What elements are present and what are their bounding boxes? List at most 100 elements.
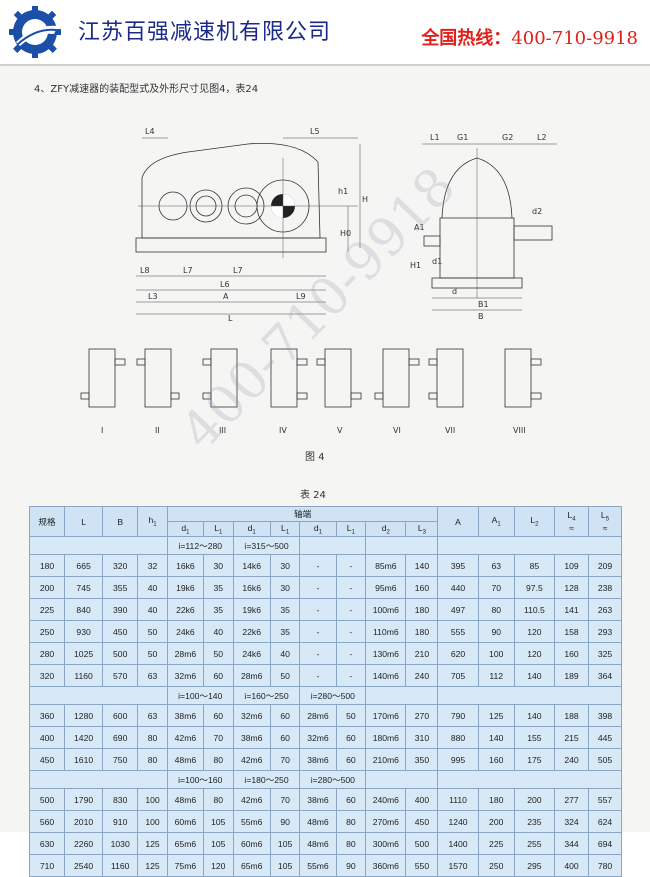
hotline-label: 全国热线： (421, 28, 512, 49)
dim-label: H0 (340, 229, 351, 238)
table-cell: 112 (477, 664, 515, 687)
table-cell: 30 (269, 554, 301, 577)
table-cell: 48m6 (166, 788, 204, 811)
ratio-spacer (437, 536, 622, 555)
table-cell: 75m6 (166, 854, 204, 877)
header-L1-text: L (346, 522, 352, 533)
variant-label: VIII (513, 426, 526, 435)
table-cell: 141 (554, 598, 589, 621)
ratio-range: i=180～250 (232, 770, 301, 789)
table-cell: 238 (587, 576, 623, 599)
table-cell: 110m6 (365, 620, 407, 643)
table-cell: 200 (477, 810, 515, 833)
table-cell: 497 (437, 598, 479, 621)
variant-label: VI (393, 426, 401, 435)
table-cell: 60 (335, 726, 367, 749)
ratio-range: i=100～140 (166, 686, 234, 705)
table-cell: 32 (137, 554, 168, 577)
table-cell: 360 (29, 704, 65, 727)
header-d1-text: d (247, 522, 253, 533)
table-cell: 1110 (437, 788, 479, 811)
dim-label: B1 (478, 300, 489, 309)
table-cell: - (299, 554, 337, 577)
dim-label: B (478, 312, 484, 321)
table-cell: 125 (137, 832, 168, 855)
table-cell: 40 (137, 598, 168, 621)
table-cell: - (335, 576, 367, 599)
table-cell: 140 (513, 664, 556, 687)
table-cell: 745 (63, 576, 104, 599)
table-cell: 90 (477, 620, 515, 643)
table-cell: 42m6 (232, 788, 271, 811)
dim-label: L7 (233, 266, 243, 275)
table-cell: 355 (102, 576, 139, 599)
table-cell: 500 (29, 788, 65, 811)
table-cell: 995 (437, 748, 479, 771)
table-cell: 38m6 (299, 748, 337, 771)
table-cell: 1610 (63, 748, 104, 771)
table-cell: 109 (554, 554, 589, 577)
table-cell: 270m6 (365, 810, 407, 833)
header-L5: L5≈ (587, 506, 623, 537)
table-cell: 35 (269, 620, 301, 643)
table-cell: 630 (29, 832, 65, 855)
table-cell: 694 (587, 832, 623, 855)
table-cell: 360m6 (365, 854, 407, 877)
table-cell: - (335, 598, 367, 621)
table-cell: 209 (587, 554, 623, 577)
dim-label: d (452, 287, 457, 296)
table-cell: 160 (477, 748, 515, 771)
header-d1-text: d (313, 522, 319, 533)
dim-label: L3 (148, 292, 158, 301)
table-cell: 400 (554, 854, 589, 877)
table-cell: - (299, 642, 337, 665)
table-cell: 320 (102, 554, 139, 577)
table-cell: 255 (513, 832, 556, 855)
table-cell: 344 (554, 832, 589, 855)
table-cell: 24k6 (232, 642, 271, 665)
table-cell: 210 (405, 642, 439, 665)
table-cell: 125 (477, 704, 515, 727)
table-cell: 1570 (437, 854, 479, 877)
table-cell: 22k6 (232, 620, 271, 643)
header-A: A (437, 506, 479, 537)
table-cell: 22k6 (166, 598, 204, 621)
dim-label: A (223, 292, 229, 301)
dim-label: G2 (502, 133, 513, 142)
header-d1-text: d (181, 522, 187, 533)
variant-diagram (80, 348, 542, 408)
table-cell: 60m6 (232, 832, 271, 855)
variant-label: IV (279, 426, 287, 435)
header-L4: L4≈ (554, 506, 589, 537)
table-cell: 63 (137, 664, 168, 687)
table-cell: 63 (137, 704, 168, 727)
variant-label: I (101, 426, 103, 435)
table-cell: 32m6 (166, 664, 204, 687)
table-cell: 42m6 (166, 726, 204, 749)
table-cell: 158 (554, 620, 589, 643)
header-d2: d2 (365, 521, 407, 537)
table-cell: 2010 (63, 810, 104, 833)
table-cell: 50 (202, 642, 234, 665)
table-cell: 32m6 (232, 704, 271, 727)
table-cell: 280 (29, 642, 65, 665)
table-cell: 880 (437, 726, 479, 749)
table-cell: 750 (102, 748, 139, 771)
table-cell: 250 (477, 854, 515, 877)
table-cell: 180m6 (365, 726, 407, 749)
table-cell: 80 (202, 748, 234, 771)
header-L1: L1 (202, 521, 234, 537)
table-cell: 240 (554, 748, 589, 771)
table-cell: 188 (554, 704, 589, 727)
dim-label: G1 (457, 133, 468, 142)
spec-table: 规格 L B h1 轴端 A A1 L2 L4≈ L5≈ d1 L1 d1 L1… (29, 506, 623, 877)
table-cell: 100m6 (365, 598, 407, 621)
table-cell: 840 (63, 598, 104, 621)
table-cell: 50 (269, 664, 301, 687)
table-cell: 32m6 (299, 726, 337, 749)
header-L5-text: L (600, 510, 606, 521)
table-cell: 140 (405, 554, 439, 577)
